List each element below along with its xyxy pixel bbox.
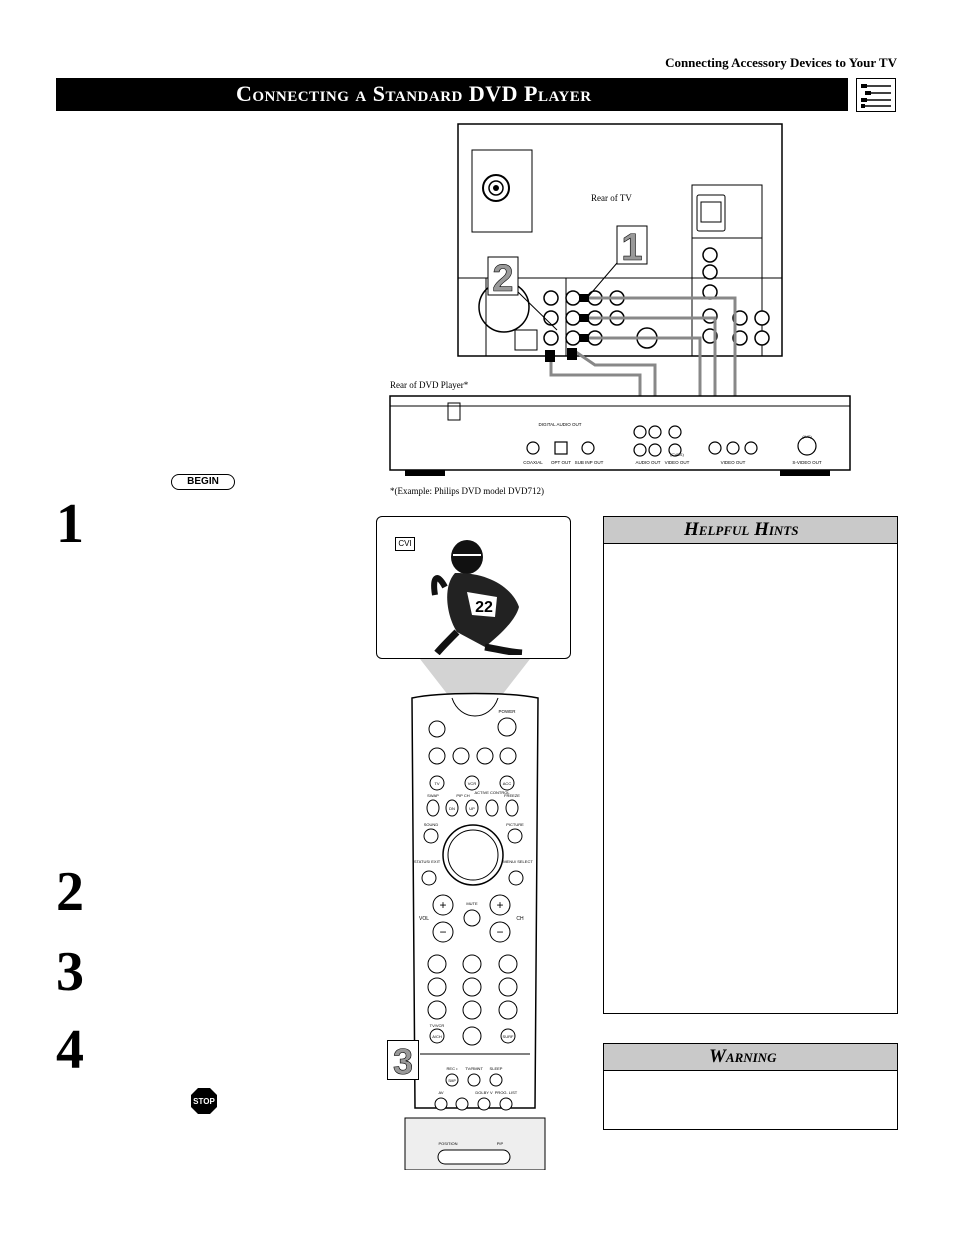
remote-control: POWER TV VCR ACC SWAP PIP CH ACTIVE CONT… [404, 692, 546, 1170]
helpful-hints-header: Helpful Hints [604, 517, 897, 544]
svg-text:FREEZE: FREEZE [504, 793, 520, 798]
svg-text:SURF: SURF [503, 1034, 514, 1039]
helpful-hints-title: Helpful Hints [684, 519, 799, 540]
svg-text:TV: TV [434, 781, 439, 786]
svg-text:ACC: ACC [503, 781, 512, 786]
svg-text:22: 22 [475, 599, 493, 616]
step-4-number: 4 [56, 1019, 84, 1081]
svg-text:CH: CH [516, 916, 524, 922]
svg-text:PICTURE: PICTURE [506, 822, 524, 827]
svg-text:POSITION: POSITION [438, 1141, 457, 1146]
section-header: Connecting Accessory Devices to Your TV [665, 55, 897, 70]
svg-text:AUDIO OUT: AUDIO OUT [635, 460, 660, 465]
page-title: Connecting a Standard DVD Player [236, 81, 592, 106]
tv-screen: CVI 22 [376, 516, 571, 659]
warning-title: Warning [709, 1046, 777, 1067]
svg-text:AV: AV [438, 1090, 443, 1095]
svg-text:UP: UP [469, 806, 475, 811]
svg-text:VCR: VCR [468, 781, 477, 786]
warning-panel: Warning [603, 1043, 898, 1130]
svg-text:A/CH: A/CH [432, 1034, 442, 1039]
svg-text:COAXIAL: COAXIAL [523, 460, 543, 465]
svg-text:MENU/ SELECT: MENU/ SELECT [503, 859, 533, 864]
svg-text:VIDEO OUT: VIDEO OUT [721, 460, 746, 465]
svg-text:VIDEO OUT: VIDEO OUT [665, 460, 690, 465]
callout-1: 1 [621, 227, 642, 269]
remote-callout-box: 3 [387, 1040, 419, 1082]
warning-header: Warning [604, 1044, 897, 1071]
rear-tv-label: Rear of TV [591, 193, 632, 203]
svg-text:REC •: REC • [447, 1066, 459, 1071]
svg-text:−: − [496, 925, 503, 939]
svg-text:STATUS/ EXIT: STATUS/ EXIT [414, 859, 441, 864]
example-caption: *(Example: Philips DVD model DVD712) [390, 486, 544, 496]
step-1-number: 1 [56, 493, 84, 555]
svg-text:VOL: VOL [419, 916, 429, 922]
svg-text:(CVBS): (CVBS) [670, 452, 684, 457]
svg-text:MUTE: MUTE [466, 901, 478, 906]
cvi-label: CVI [395, 537, 415, 551]
connector-icon [856, 78, 896, 112]
helpful-hints-panel: Helpful Hints [603, 516, 898, 1014]
step-3-number: 3 [56, 941, 84, 1003]
svg-text:PROG. LIST: PROG. LIST [495, 1090, 518, 1095]
step-2-number: 2 [56, 861, 84, 923]
svg-text:SOUND: SOUND [424, 822, 439, 827]
dvd-rear-panel [389, 395, 851, 471]
cables [549, 296, 737, 420]
svg-text:SUB INP OUT: SUB INP OUT [575, 460, 604, 465]
connection-diagram: 1 2 DIGITAL AUDIO OUT COAXIAL OPT OUT SU… [389, 123, 851, 476]
svg-text:PIP CH: PIP CH [456, 793, 469, 798]
svg-text:STOP: STOP [193, 1097, 215, 1106]
svg-text:DIGITAL AUDIO OUT: DIGITAL AUDIO OUT [538, 422, 581, 427]
page-title-bar: Connecting a Standard DVD Player [56, 78, 848, 111]
svg-text:SMP: SMP [448, 1079, 456, 1083]
svg-text:ACTIVE CONTROL: ACTIVE CONTROL [474, 790, 510, 795]
svg-text:DN: DN [449, 806, 455, 811]
svg-text:−: − [439, 925, 446, 939]
svg-text:POWER: POWER [498, 709, 516, 714]
svg-text:(Y/C): (Y/C) [802, 434, 812, 439]
svg-text:DOLBY V: DOLBY V [475, 1090, 493, 1095]
callout-3: 3 [393, 1041, 413, 1079]
svg-text:TV/VCR: TV/VCR [430, 1023, 445, 1028]
svg-text:S-VIDEO OUT: S-VIDEO OUT [792, 460, 822, 465]
football-player-image: 22 [431, 540, 523, 655]
svg-text:TV/RMNT: TV/RMNT [465, 1066, 483, 1071]
svg-text:SWAP: SWAP [427, 793, 439, 798]
stop-icon: STOP [190, 1087, 218, 1115]
svg-text:+: + [439, 898, 446, 912]
svg-text:+: + [496, 898, 503, 912]
svg-text:SLEEP: SLEEP [490, 1066, 503, 1071]
svg-text:PIP: PIP [497, 1141, 504, 1146]
begin-badge: BEGIN [171, 474, 235, 490]
rear-dvd-label: Rear of DVD Player* [390, 380, 469, 390]
svg-text:OPT OUT: OPT OUT [551, 460, 571, 465]
callout-2: 2 [492, 258, 513, 300]
ir-beam [420, 659, 530, 695]
